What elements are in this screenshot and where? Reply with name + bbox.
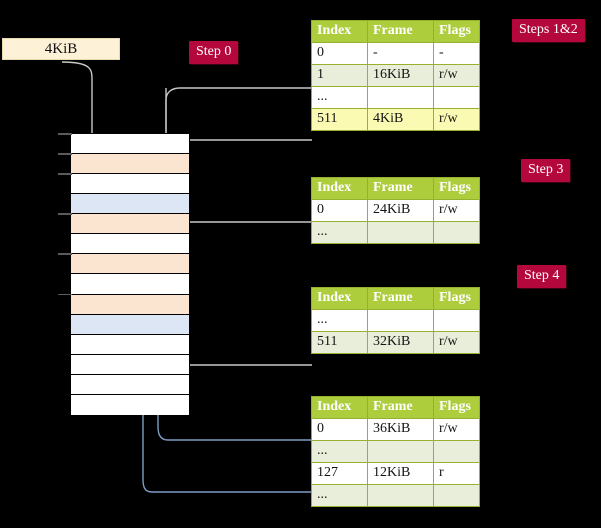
cell-index: 0 [311,199,368,222]
badge-step-4-label: Step 4 [524,268,560,283]
badge-step-0: Step 0 [189,41,239,64]
column-header-frame: Frame [367,287,434,310]
memory-frame-row [71,314,189,335]
memory-frame-row [71,194,189,215]
cell-flags: r/w [433,64,480,87]
cell-frame [367,221,434,244]
cell-frame [367,86,434,109]
badge-step-3-label: Step 3 [528,162,564,177]
cell-index: ... [311,440,368,463]
cell-flags: r/w [433,108,480,131]
memory-frame-row [71,274,189,295]
cell-index: ... [311,484,368,507]
source-frame-label: 4KiB [44,40,78,57]
column-header-flags: Flags [433,177,480,200]
memory-frame-row [71,134,189,155]
cell-frame [367,309,434,332]
frame-tick [58,133,72,135]
memory-frame-row [71,234,189,255]
cell-frame: 24KiB [367,199,434,222]
cell-flags: r/w [433,199,480,222]
column-header-flags: Flags [433,396,480,419]
cell-index: 1 [311,64,368,87]
memory-frame-row [71,374,189,395]
cell-frame: 16KiB [367,64,434,87]
table-row: ... [311,309,480,332]
column-header-index: Index [311,287,368,310]
cell-index: 0 [311,42,368,65]
memory-frame-row [71,174,189,195]
frame-tick [58,213,72,215]
cell-index: ... [311,86,368,109]
cell-flags: r/w [433,331,480,354]
cell-index: 511 [311,108,368,131]
cell-index: 0 [311,418,368,441]
table-row: ... [311,86,480,109]
cell-flags [433,484,480,507]
column-header-index: Index [311,177,368,200]
cell-flags [433,86,480,109]
cell-flags: r/w [433,418,480,441]
table-row: 0-- [311,42,480,65]
table-row: ... [311,221,480,244]
cell-frame: - [367,42,434,65]
memory-frame-row [71,354,189,375]
memory-frame-row [71,294,189,315]
table-row: ... [311,484,480,507]
frame-tick [58,173,72,175]
badge-step-3: Step 3 [521,159,571,182]
column-header-frame: Frame [367,20,434,43]
cell-index: ... [311,221,368,244]
badge-steps-1-2: Steps 1&2 [512,19,585,42]
badge-steps-1-2-label: Steps 1&2 [519,22,578,37]
column-header-frame: Frame [367,396,434,419]
cell-flags [433,221,480,244]
cell-frame [367,440,434,463]
cell-flags [433,440,480,463]
column-header-index: Index [311,396,368,419]
column-header-index: Index [311,20,368,43]
memory-frame-row [71,394,189,415]
table-row: ... [311,440,480,463]
cell-frame [367,484,434,507]
memory-frame-row [71,154,189,175]
badge-step-0-label: Step 0 [196,44,232,59]
column-header-flags: Flags [433,287,480,310]
cell-frame: 32KiB [367,331,434,354]
cell-frame: 12KiB [367,462,434,485]
memory-frame-row [71,214,189,235]
physical-memory-frames [70,133,190,415]
source-frame-box: 4KiB [2,38,120,60]
frame-tick [58,153,72,155]
cell-flags: r [433,462,480,485]
cell-index: 511 [311,331,368,354]
column-header-flags: Flags [433,20,480,43]
cell-flags: - [433,42,480,65]
cell-frame: 36KiB [367,418,434,441]
memory-frame-row [71,254,189,275]
cell-flags [433,309,480,332]
cell-frame: 4KiB [367,108,434,131]
column-header-frame: Frame [367,177,434,200]
badge-step-4: Step 4 [517,265,567,288]
frame-tick [58,253,72,255]
cell-index: 127 [311,462,368,485]
cell-index: ... [311,309,368,332]
frame-tick [58,293,72,296]
memory-frame-row [71,334,189,355]
